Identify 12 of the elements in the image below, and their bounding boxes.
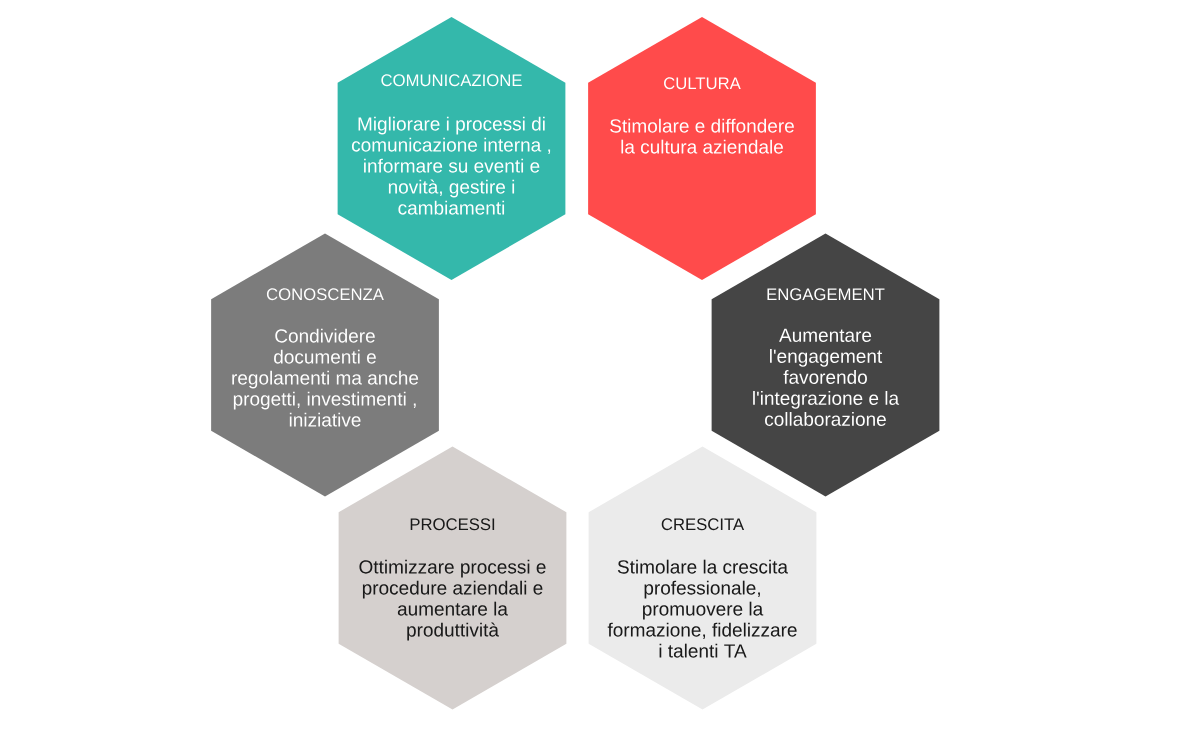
heading: COMUNICAZIONE [381, 74, 522, 87]
heading: CULTURA [664, 77, 741, 90]
heading: PROCESSI [410, 518, 495, 531]
description: Ottimizzare processi e procedure aziendali e aumentare la produttività [359, 559, 546, 641]
description: Stimolare la crescita professionale, promuovere la formazione, fidelizzare i talenti TA [607, 559, 797, 658]
heading: ENGAGEMENT [767, 288, 885, 301]
heading: CONOSCENZA [266, 288, 384, 301]
description: Condividere documenti e regolamenti ma anche progetti, investimenti , iniziative [232, 328, 419, 427]
description: Stimolare e diffondere la cultura aziendale [610, 118, 794, 154]
description: Aumentare l'engagement favorendo l'integrazione e la collaborazione [753, 328, 900, 426]
description: Migliorare i processi di comunicazione interna , informare su eventi e novità, gestire i cambiamenti [351, 116, 551, 215]
heading: CRESCITA [661, 518, 745, 531]
